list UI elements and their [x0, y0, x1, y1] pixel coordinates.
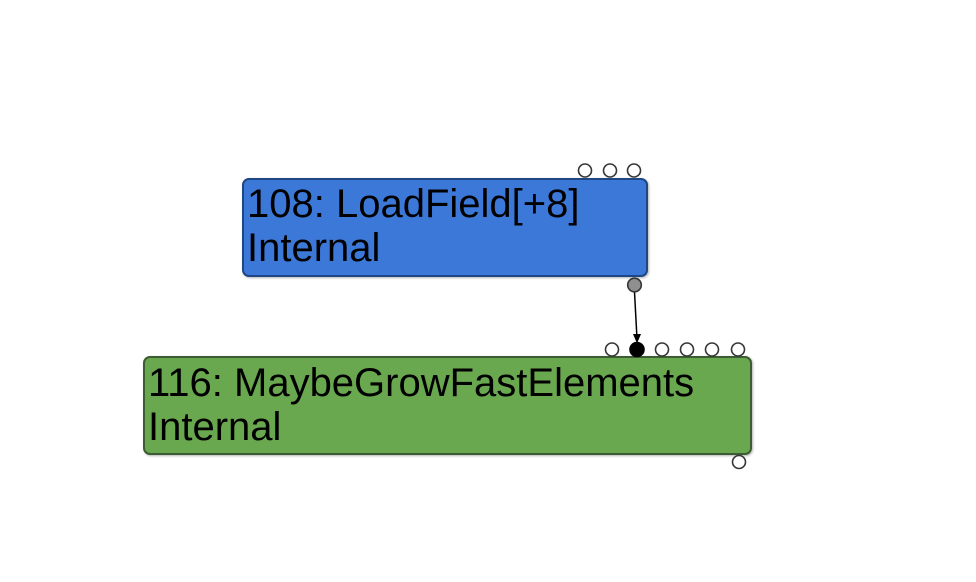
node-116-input-port-3[interactable] [654, 342, 670, 357]
edge-arrowhead-icon [633, 334, 641, 344]
node-116-input-port-2-connected[interactable] [629, 341, 645, 358]
node-108-body[interactable] [242, 178, 648, 277]
node-108-title: 108: LoadField[+8] [247, 182, 579, 226]
node-116-title: 116: MaybeGrowFastElements [148, 361, 694, 405]
edge-line[interactable] [633, 291, 638, 336]
node-108-input-port-1[interactable] [577, 163, 593, 178]
node-116[interactable]: 116: MaybeGrowFastElements Internal [143, 356, 752, 455]
node-116-output-port[interactable] [731, 454, 747, 470]
node-116-input-port-5[interactable] [704, 342, 720, 357]
node-116-input-port-4[interactable] [679, 342, 695, 357]
node-116-input-port-1[interactable] [604, 342, 620, 357]
edge-108-to-116[interactable] [633, 291, 641, 344]
node-108-input-port-3[interactable] [626, 163, 642, 178]
node-108-output-port[interactable] [626, 277, 643, 293]
node-116-subtitle: Internal [148, 405, 281, 449]
node-116-body[interactable] [143, 356, 752, 455]
node-108[interactable]: 108: LoadField[+8] Internal [242, 178, 648, 277]
node-116-input-port-6[interactable] [730, 342, 746, 357]
node-108-subtitle: Internal [247, 226, 380, 270]
node-108-input-port-2[interactable] [602, 163, 618, 178]
